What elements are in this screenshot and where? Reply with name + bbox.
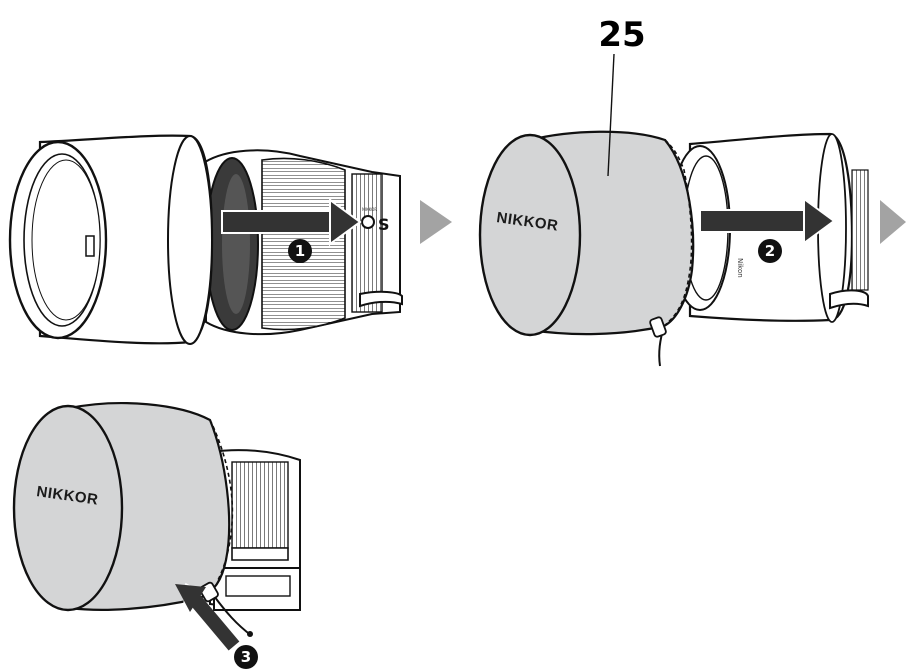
svg-text:2: 2 [765, 242, 775, 260]
cover-face-3 [12, 404, 124, 612]
lens-button-icon [361, 215, 375, 229]
svg-text:1: 1 [295, 242, 305, 260]
next-step-arrow-icon [880, 200, 906, 244]
direction-arrow-2 [699, 197, 836, 245]
callout-label: 25 [598, 15, 645, 55]
step-badge-1: 1 [288, 239, 312, 263]
panel-2-attach-cover: Nikon NIKKOR 25 2 [478, 15, 869, 367]
lens-body-3 [209, 449, 301, 611]
callout-leader-line [607, 53, 615, 177]
panel-1-remove-hood: NIKKOR S 1 [8, 134, 403, 345]
direction-arrow-3 [175, 582, 240, 651]
lens-hood [8, 134, 214, 345]
lens-small-mark: NIKKOR [362, 207, 377, 212]
cover-face [478, 133, 582, 337]
lens-s-badge: S [378, 215, 390, 234]
lens-cover-pouch-3: NIKKOR [12, 402, 253, 637]
next-step-arrow-icon [420, 200, 452, 244]
lens-body: NIKKOR S [203, 149, 403, 336]
step-badge-2: 2 [758, 239, 782, 263]
direction-arrow-1 [221, 198, 362, 246]
svg-text:3: 3 [241, 648, 251, 666]
hood-brand-label: Nikon [736, 258, 744, 278]
lens-cover-pouch: NIKKOR [478, 130, 695, 367]
panel-3-tighten-cord: NIKKOR 3 [12, 402, 301, 669]
step-badge-3: 3 [234, 645, 258, 669]
